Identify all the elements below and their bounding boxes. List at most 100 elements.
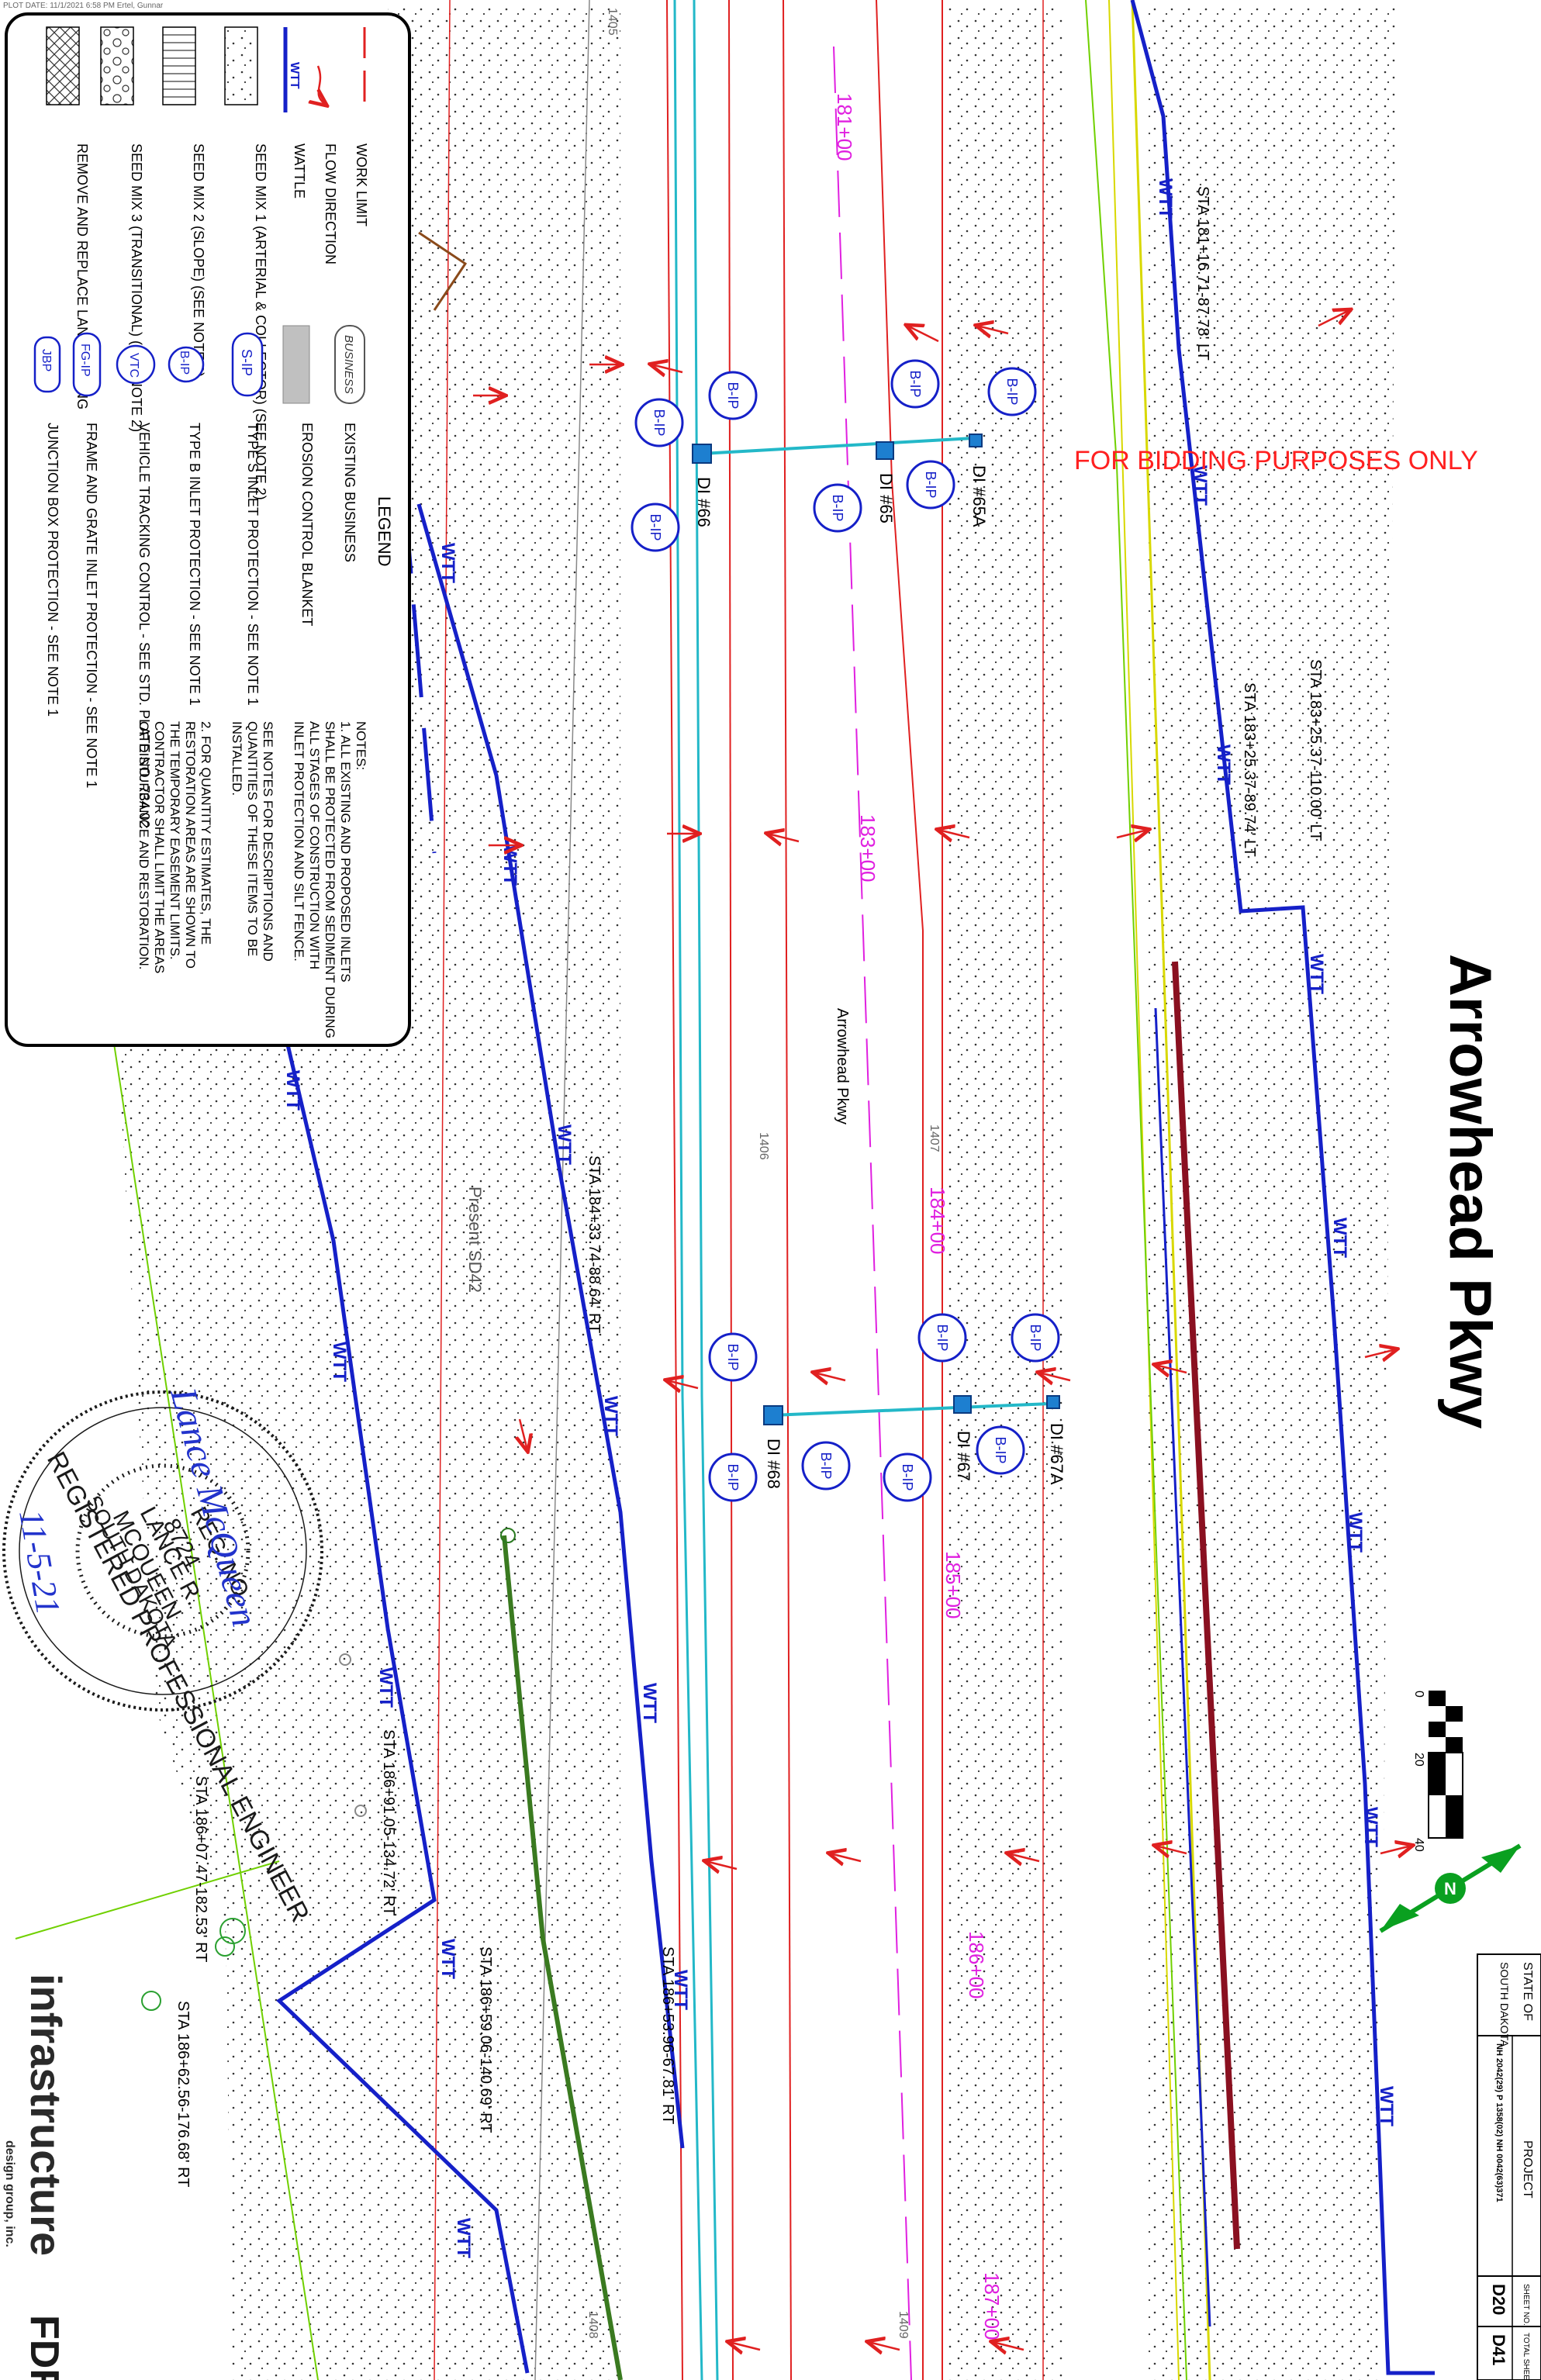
note-line: SEE NOTES FOR DESCRIPTIONS AND xyxy=(261,721,275,962)
scale-bar-segment xyxy=(1429,1691,1446,1706)
inlet-label: DI #65A xyxy=(969,465,989,527)
flow-arrow xyxy=(869,2342,900,2350)
green-boundary xyxy=(108,1007,319,2380)
inlet-label: DI #67 xyxy=(954,1431,973,1481)
flow-arrow xyxy=(651,364,683,372)
flow-arrow-icon xyxy=(318,65,326,105)
total-sheets: D41 xyxy=(1489,2334,1508,2365)
note-line: RESTORATION AREAS ARE SHOWN TO xyxy=(183,721,198,969)
bip-label: B-IP xyxy=(993,1436,1008,1463)
contour-label: 1409 xyxy=(897,2311,910,2339)
alignment-line xyxy=(833,46,912,2380)
bip-badge xyxy=(976,1425,1025,1475)
note-line: 2. FOR QUANTITY ESTIMATES, THE xyxy=(199,721,213,945)
state-name: SOUTH DAKOTA xyxy=(1498,1962,1511,2047)
tree-icon xyxy=(219,1918,246,1944)
sip-badge xyxy=(231,332,264,397)
wattle-line-north xyxy=(1130,0,1435,2375)
legend-box: LEGEND WTT WORK LIMIT FLOW DIRECTION WAT… xyxy=(5,12,411,1047)
wattle-symbol: WTT xyxy=(1190,465,1211,506)
drop-inlet-65a[interactable] xyxy=(969,434,983,447)
drop-inlet-67[interactable] xyxy=(953,1395,972,1414)
bip-label: B-IP xyxy=(651,409,667,436)
bip-badge xyxy=(813,483,862,533)
bip-badge xyxy=(708,371,758,420)
wattle-icon-text: WTT xyxy=(288,62,301,89)
scale-bar-segment xyxy=(1429,1753,1446,1795)
bip-label: B-IP xyxy=(907,370,923,397)
dot-hatch-icon xyxy=(224,26,258,105)
inlet-protection-badge-labels: B-IP B-IP B-IP B-IP B-IP B-IP B-IP B-IP … xyxy=(648,370,1043,1491)
storm-pipe-1 xyxy=(701,437,974,455)
wattle-symbol: WTT xyxy=(1345,1512,1366,1553)
station-callout: STA 186+91.05-134.72' RT xyxy=(380,1729,397,1915)
road-label: Arrowhead Pkwy xyxy=(834,1008,851,1124)
legend-item-label: WORK LIMIT xyxy=(354,143,369,226)
vtc-badge-text: VTC xyxy=(127,353,140,378)
storm-pipe-2 xyxy=(771,1402,1052,1417)
note-line: ALL STAGES OF CONSTRUCTION WITH xyxy=(307,721,322,969)
tree-icon xyxy=(141,1991,161,2011)
business-badge xyxy=(334,325,365,404)
flow-arrow xyxy=(520,1418,527,1450)
scale-bar: 0 20 40 xyxy=(1412,1691,1463,1852)
flow-arrow xyxy=(1039,1373,1071,1380)
bip-label: B-IP xyxy=(923,471,938,498)
flow-arrow xyxy=(830,1853,862,1861)
wattle-symbol: WTT xyxy=(1376,2086,1397,2126)
station-callout: STA 186+59.06-140.69' RT xyxy=(477,1946,494,2133)
wattle-symbol: WTT xyxy=(453,2218,474,2258)
seal-inner-ring xyxy=(75,1463,250,1639)
maroon-fence xyxy=(1172,961,1240,2250)
wattle-symbol: WTT xyxy=(1329,1218,1350,1258)
drop-inlet-65[interactable] xyxy=(876,441,894,460)
wattle-symbol: WTT xyxy=(1213,744,1234,785)
note-line: 1. ALL EXISTING AND PROPOSED INLETS xyxy=(338,721,353,983)
legend-item-label: SEED MIX 1 (ARTERIAL & COLLECTOR) (SEE N… xyxy=(253,143,268,500)
blue-line xyxy=(1154,1007,1211,2327)
cross-hatch-icon xyxy=(46,26,80,105)
station-callout: STA 186+53.96-67.81' RT xyxy=(659,1946,676,2124)
wattle-symbol: WTT xyxy=(554,1124,575,1165)
wattle-symbol: WTT xyxy=(437,543,458,583)
legend-item-label: WATTLE xyxy=(292,143,307,199)
wattle-symbol: WTT xyxy=(499,845,520,886)
wattle-symbol: WTT xyxy=(639,1683,660,1723)
tree-icon xyxy=(215,1936,235,1957)
drop-inlet-68[interactable] xyxy=(763,1405,783,1425)
tree-icon xyxy=(354,1805,367,1817)
bip-badge xyxy=(906,460,955,510)
title-block: STATE OF SOUTH DAKOTA PROJECT NH 2042(29… xyxy=(1477,1953,1541,2380)
trees xyxy=(141,1528,516,2011)
bip-badge xyxy=(917,1313,967,1363)
firm-subtitle: design group, inc. xyxy=(3,2140,16,2247)
station-callout: STA 183+25.37-89.74' LT xyxy=(1241,682,1258,857)
vtc-badge xyxy=(116,344,156,385)
work-limit-line-7 xyxy=(434,0,451,2380)
pipe-line-2 xyxy=(693,0,719,2380)
existing-utility-green xyxy=(502,1535,623,2380)
flow-arrow xyxy=(1116,830,1148,838)
wattle-symbol: WTT xyxy=(437,1939,458,1979)
flow-arrow xyxy=(993,2342,1024,2350)
flow-arrows xyxy=(473,310,1411,2350)
drop-inlet-66[interactable] xyxy=(692,444,712,464)
bip-badge xyxy=(1011,1313,1060,1363)
green-edge-line xyxy=(1085,0,1187,2380)
jbp-badge-text: JBP xyxy=(40,349,53,371)
notes-block: NOTES: 1. ALL EXISTING AND PROPOSED INLE… xyxy=(136,721,368,1038)
legend-item-label: FLOW DIRECTION xyxy=(323,143,338,264)
station-mark-185: 185+00 xyxy=(942,1551,965,1618)
firm-name: infrastructure xyxy=(22,1974,71,2256)
bip-badge xyxy=(631,503,680,552)
station-marks: 181+00 183+00 184+00 185+00 186+00 187+0… xyxy=(833,46,1004,2380)
drop-inlet-67a[interactable] xyxy=(1046,1395,1060,1409)
station-mark-183: 183+00 xyxy=(856,814,879,882)
note-line: SHALL BE PROTECTED FROM SEDIMENT DURING xyxy=(323,721,337,1038)
contour-label: 1405 xyxy=(606,8,619,36)
title-block-frame xyxy=(1477,1953,1541,2380)
wattle-line-mid xyxy=(416,503,685,2149)
bip-label: B-IP xyxy=(830,494,845,521)
legend-item-label: EROSION CONTROL BLANKET xyxy=(299,423,315,626)
wattle-symbol: WTT xyxy=(600,1396,621,1436)
